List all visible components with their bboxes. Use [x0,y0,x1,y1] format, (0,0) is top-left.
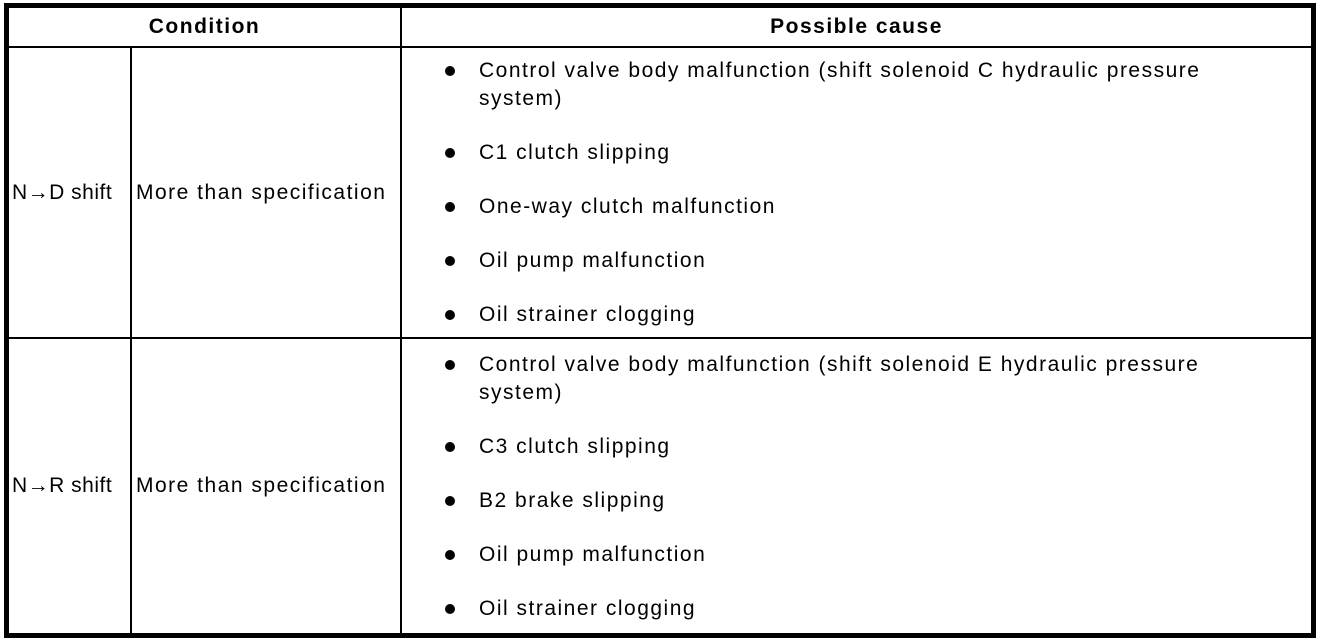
cause-text: B2 brake slipping [479,489,666,512]
bullet-icon [445,66,455,76]
cause-text: Control valve body malfunction (shift so… [479,353,1200,404]
specification-cell: More than specification [132,339,402,633]
cause-text: Oil strainer clogging [479,303,697,326]
cause-item: Control valve body malfunction (shift so… [445,57,1303,113]
cause-item: Oil pump malfunction [445,541,1303,569]
causes-cell: Control valve body malfunction (shift so… [402,48,1311,339]
bullet-icon [445,360,455,370]
cause-text: Oil pump malfunction [479,249,707,272]
specification-cell: More than specification [132,48,402,339]
bullet-icon [445,202,455,212]
cause-text: Oil pump malfunction [479,543,707,566]
bullet-icon [445,310,455,320]
cause-list: Control valve body malfunction (shift so… [445,351,1303,623]
cause-item: Oil strainer clogging [445,595,1303,623]
cause-item: One-way clutch malfunction [445,193,1303,221]
cause-text: Oil strainer clogging [479,597,697,620]
condition-header: Condition [9,8,402,48]
cause-item: Control valve body malfunction (shift so… [445,351,1303,407]
cause-text: C1 clutch slipping [479,141,671,164]
cause-item: B2 brake slipping [445,487,1303,515]
bullet-icon [445,442,455,452]
cause-item: C3 clutch slipping [445,433,1303,461]
cause-item: C1 clutch slipping [445,139,1303,167]
bullet-icon [445,148,455,158]
cause-item: Oil strainer clogging [445,301,1303,329]
bullet-icon [445,550,455,560]
cause-text: One-way clutch malfunction [479,195,776,218]
possible-cause-header: Possible cause [402,8,1311,48]
cause-text: C3 clutch slipping [479,435,671,458]
cause-list: Control valve body malfunction (shift so… [445,57,1303,329]
bullet-icon [445,256,455,266]
bullet-icon [445,604,455,614]
cause-text: Control valve body malfunction (shift so… [479,59,1201,110]
bullet-icon [445,496,455,506]
condition-cell: N→D shift [9,48,132,339]
causes-cell: Control valve body malfunction (shift so… [402,339,1311,633]
condition-cell: N→R shift [9,339,132,633]
cause-item: Oil pump malfunction [445,247,1303,275]
diagnostic-table: Condition Possible cause N→D shift More … [4,3,1316,638]
